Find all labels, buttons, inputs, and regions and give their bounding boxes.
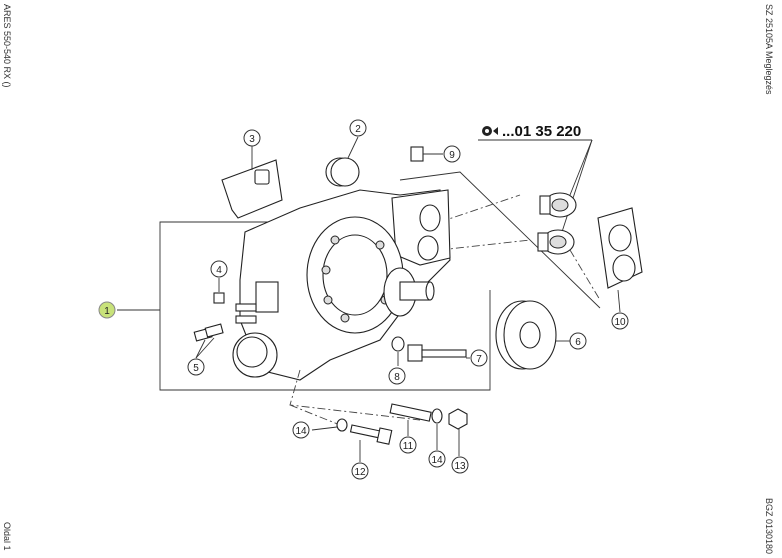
svg-text:6: 6 bbox=[575, 337, 581, 348]
plug-9 bbox=[410, 146, 424, 162]
svg-text:7: 7 bbox=[476, 354, 482, 365]
washer-14-right bbox=[431, 408, 443, 424]
svg-text:8: 8 bbox=[394, 372, 400, 383]
svg-text:2: 2 bbox=[355, 124, 361, 135]
plug-4 bbox=[213, 292, 225, 304]
svg-text:4: 4 bbox=[216, 265, 222, 276]
svg-text:1: 1 bbox=[104, 306, 110, 317]
callout-8[interactable]: 8 bbox=[388, 367, 406, 385]
bolts-5 bbox=[193, 303, 257, 342]
stud-11 bbox=[389, 403, 432, 422]
bolt-7 bbox=[407, 344, 467, 362]
thermostat-lower bbox=[537, 229, 575, 255]
bolt-12 bbox=[349, 424, 393, 445]
callout-9[interactable]: 9 bbox=[443, 145, 461, 163]
reference-marker: ...01 35 220 bbox=[478, 123, 593, 239]
callout-5[interactable]: 5 bbox=[187, 358, 205, 376]
svg-text:11: 11 bbox=[403, 441, 414, 452]
svg-text:12: 12 bbox=[354, 467, 366, 478]
callout-6[interactable]: 6 bbox=[569, 332, 587, 350]
gasket-10 bbox=[597, 207, 643, 289]
callout-12[interactable]: 12 bbox=[351, 462, 369, 480]
callout-7[interactable]: 7 bbox=[470, 349, 488, 367]
callout-11[interactable]: 11 bbox=[399, 436, 417, 454]
svg-text:14: 14 bbox=[295, 426, 307, 437]
svg-text:9: 9 bbox=[449, 150, 455, 161]
callout-1[interactable]: 1 bbox=[98, 301, 116, 319]
o-rings-2 bbox=[325, 157, 360, 187]
callout-4[interactable]: 4 bbox=[210, 260, 228, 278]
svg-text:10: 10 bbox=[614, 317, 626, 328]
callout-3[interactable]: 3 bbox=[243, 129, 261, 147]
serial-number: ...01 35 220 bbox=[502, 123, 581, 140]
frame-diagonal bbox=[399, 171, 601, 309]
svg-text:5: 5 bbox=[193, 363, 199, 374]
thermostat-upper bbox=[539, 192, 577, 218]
svg-text:14: 14 bbox=[431, 455, 443, 466]
svg-text:3: 3 bbox=[249, 134, 255, 145]
callout-14-right[interactable]: 14 bbox=[428, 450, 446, 468]
pulley-hub-6 bbox=[495, 300, 557, 370]
water-pump-housing bbox=[232, 189, 451, 381]
callout-2[interactable]: 2 bbox=[349, 119, 367, 137]
nut-13 bbox=[448, 408, 468, 430]
washer-8 bbox=[391, 336, 405, 352]
callout-13[interactable]: 13 bbox=[451, 456, 469, 474]
callout-10[interactable]: 10 bbox=[611, 312, 629, 330]
svg-text:13: 13 bbox=[454, 461, 466, 472]
gasket-3 bbox=[221, 159, 283, 219]
group-frame bbox=[159, 221, 491, 391]
washer-14-left bbox=[336, 418, 348, 432]
callout-14-left[interactable]: 14 bbox=[292, 421, 310, 439]
